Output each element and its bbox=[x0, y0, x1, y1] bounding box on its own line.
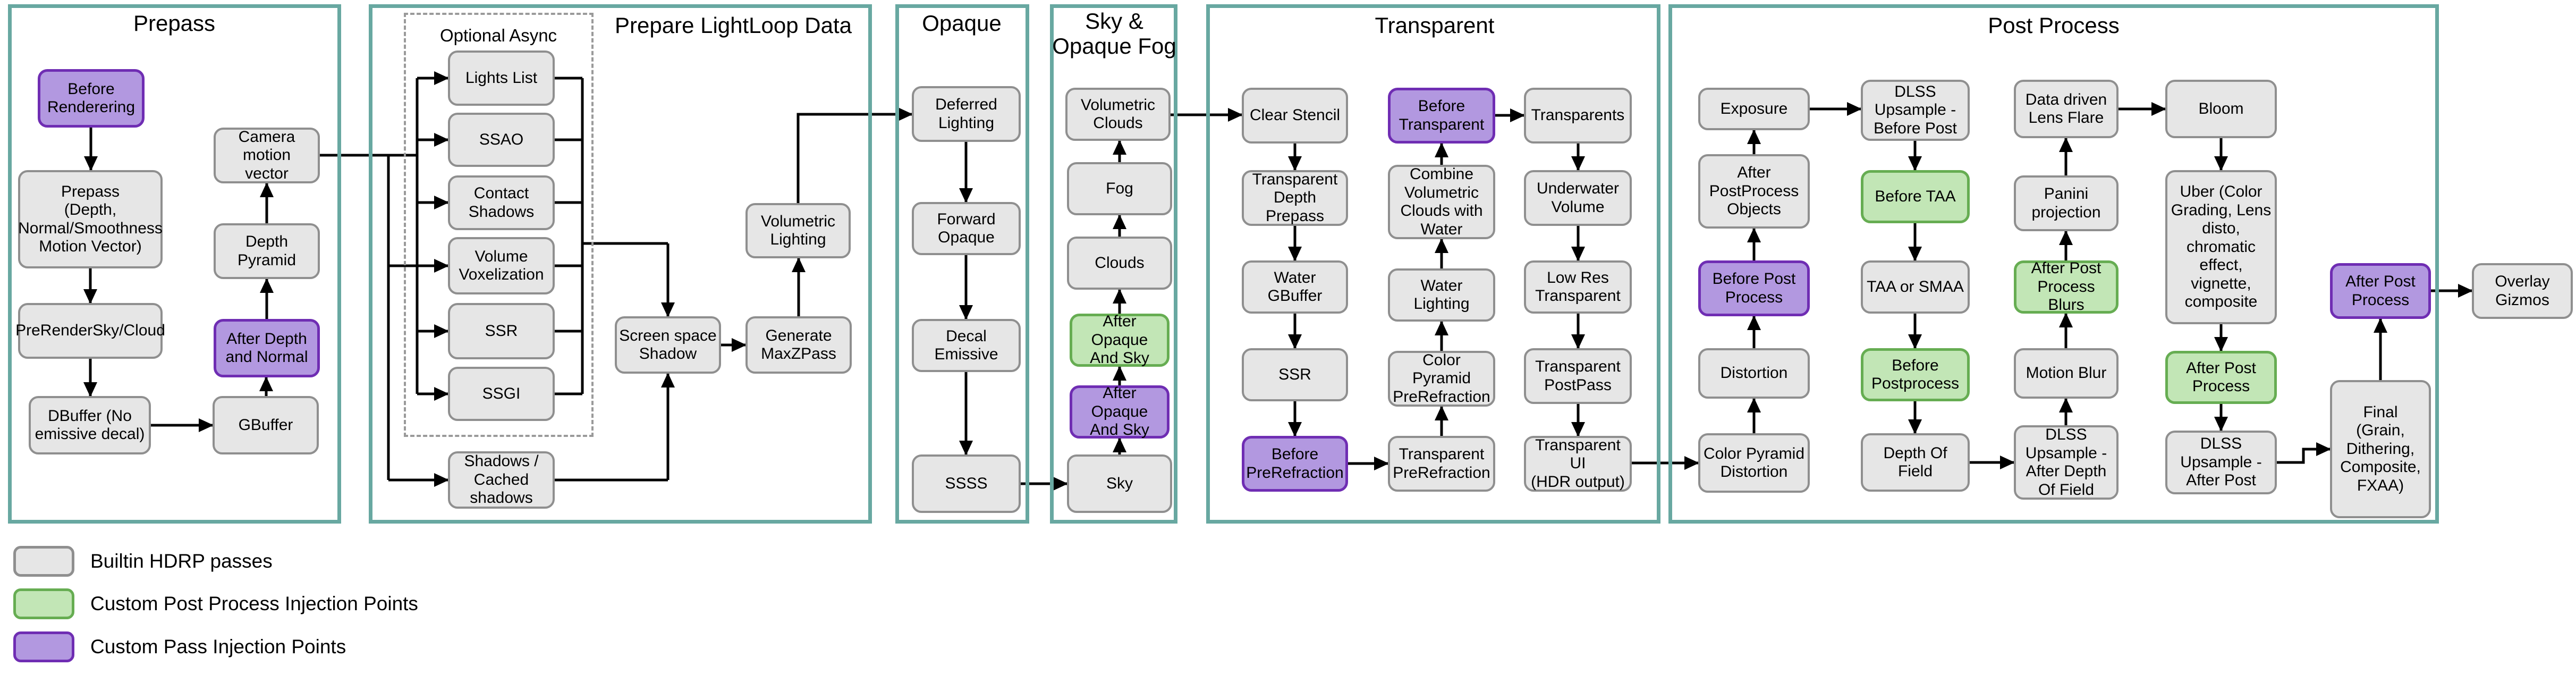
section-transparent bbox=[1206, 4, 1660, 524]
node-before-prerefraction: Before PreRefraction bbox=[1242, 436, 1348, 492]
node-decal-emissive: Decal Emissive bbox=[912, 319, 1021, 372]
section-title-prepass: Prepass bbox=[133, 11, 216, 36]
node-before-taa: Before TAA bbox=[1861, 170, 1970, 223]
node-underwater-volume: Underwater Volume bbox=[1524, 170, 1632, 226]
group-optional-async bbox=[404, 13, 594, 437]
node-transparent-ui: Transparent UI (HDR output) bbox=[1524, 436, 1632, 492]
node-ssr-async: SSR bbox=[448, 303, 555, 359]
node-uber: Uber (Color Grading, Lens disto, chromat… bbox=[2165, 170, 2277, 324]
node-forward-opaque: Forward Opaque bbox=[912, 202, 1021, 255]
node-transparents: Transparents bbox=[1524, 88, 1632, 144]
node-color-pyramid-prerefraction: Color Pyramid PreRefraction bbox=[1388, 351, 1495, 407]
node-after-post-process-purple: After Post Process bbox=[2330, 263, 2431, 319]
node-before-postprocess: Before Postprocess bbox=[1861, 348, 1970, 401]
node-taa-or-smaa: TAA or SMAA bbox=[1861, 260, 1970, 314]
node-combine-volumetric-clouds: Combine Volumetric Clouds with Water bbox=[1388, 165, 1495, 239]
legend-label-custom_pass: Custom Pass Injection Points bbox=[90, 636, 346, 658]
section-title-transparent: Transparent bbox=[1375, 13, 1495, 38]
node-volumetric-clouds: Volumetric Clouds bbox=[1065, 88, 1171, 141]
node-generate-maxzpass: Generate MaxZPass bbox=[745, 316, 852, 374]
node-ssao: SSAO bbox=[448, 113, 555, 167]
node-clouds: Clouds bbox=[1067, 237, 1172, 290]
node-contact-shadows: Contact Shadows bbox=[448, 175, 555, 230]
node-prepass-depth: Prepass (Depth, Normal/Smoothness Motion… bbox=[18, 170, 163, 268]
node-sky: Sky bbox=[1067, 454, 1172, 513]
legend-label-custom_post: Custom Post Process Injection Points bbox=[90, 593, 418, 614]
legend-swatch-custom_post bbox=[13, 588, 74, 619]
node-after-opaque-and-sky-green: After Opaque And Sky bbox=[1070, 313, 1170, 367]
node-after-post-process-blurs: After Post Process Blurs bbox=[2014, 259, 2119, 314]
node-transparent-prerefraction: Transparent PreRefraction bbox=[1388, 436, 1495, 492]
node-shadows-cached-shadows: Shadows / Cached shadows bbox=[448, 451, 555, 509]
flow-arrow bbox=[2277, 442, 2331, 464]
node-lights-list: Lights List bbox=[448, 50, 555, 106]
node-data-driven-lens-flare: Data driven Lens Flare bbox=[2014, 80, 2119, 138]
node-depth-of-field: Depth Of Field bbox=[1861, 433, 1970, 492]
node-after-opaque-and-sky-purple: After Opaque And Sky bbox=[1070, 384, 1170, 439]
section-title-post-process: Post Process bbox=[1988, 13, 2120, 38]
node-dbuffer: DBuffer (No emissive decal) bbox=[29, 396, 151, 454]
node-overlay-gizmos: Overlay Gizmos bbox=[2472, 263, 2573, 319]
node-after-post-process-green: After Post Process bbox=[2165, 351, 2277, 404]
section-title-lightloop: Prepare LightLoop Data bbox=[615, 13, 852, 38]
node-gbuffer: GBuffer bbox=[213, 396, 319, 454]
node-after-postprocess-objects: After PostProcess Objects bbox=[1698, 154, 1810, 229]
node-color-pyramid-distortion: Color Pyramid Distortion bbox=[1698, 433, 1810, 493]
node-depth-pyramid: Depth Pyramid bbox=[214, 223, 320, 279]
legend-label-builtin: Builtin HDRP passes bbox=[90, 550, 273, 572]
node-ssss: SSSS bbox=[912, 454, 1021, 513]
node-before-post-process: Before Post Process bbox=[1698, 260, 1810, 316]
node-before-rendering: Before Renderering bbox=[38, 69, 145, 128]
node-ssgi: SSGI bbox=[448, 367, 555, 421]
node-final: Final (Grain, Dithering, Composite, FXAA… bbox=[2330, 380, 2431, 518]
node-transparent-postpass: Transparent PostPass bbox=[1524, 348, 1632, 404]
node-transparent-depth-prepass: Transparent Depth Prepass bbox=[1242, 170, 1348, 226]
node-volume-voxelization: Volume Voxelization bbox=[448, 237, 555, 294]
section-post-process bbox=[1668, 4, 2439, 524]
node-before-transparent: Before Transparent bbox=[1388, 88, 1495, 144]
node-ssr-transparent: SSR bbox=[1242, 348, 1348, 401]
node-low-res-transparent: Low Res Transparent bbox=[1524, 260, 1632, 314]
node-dlss-upsample-before-post: DLSS Upsample - Before Post bbox=[1861, 80, 1970, 141]
node-dlss-upsample-after-post: DLSS Upsample - After Post bbox=[2165, 431, 2277, 494]
node-distortion: Distortion bbox=[1698, 348, 1810, 399]
legend-swatch-custom_pass bbox=[13, 631, 74, 662]
node-prerender-sky-cloud: PreRenderSky/Cloud bbox=[15, 303, 165, 359]
node-motion-blur: Motion Blur bbox=[2014, 348, 2119, 399]
group-label-optional-async: Optional Async bbox=[439, 26, 557, 45]
section-lightloop bbox=[369, 4, 872, 524]
node-water-lighting: Water Lighting bbox=[1388, 268, 1495, 322]
section-title-sky-fog: Sky & Opaque Fog bbox=[1052, 9, 1176, 59]
section-sky-fog bbox=[1050, 4, 1177, 524]
node-after-depth-and-normal: After Depth and Normal bbox=[214, 319, 320, 377]
node-panini-projection: Panini projection bbox=[2014, 175, 2119, 231]
section-prepass bbox=[8, 4, 341, 524]
flow-arrow bbox=[796, 107, 913, 203]
node-deferred-lighting: Deferred Lighting bbox=[912, 86, 1021, 142]
legend-swatch-builtin bbox=[13, 546, 74, 577]
section-opaque bbox=[895, 4, 1029, 524]
node-camera-motion-vector: Camera motion vector bbox=[214, 128, 320, 183]
section-title-opaque: Opaque bbox=[922, 11, 1002, 36]
node-water-gbuffer: Water GBuffer bbox=[1242, 260, 1348, 314]
node-dlss-upsample-after-dof: DLSS Upsample - After Depth Of Field bbox=[2014, 425, 2119, 500]
node-bloom: Bloom bbox=[2165, 80, 2277, 138]
node-screen-space-shadow: Screen space Shadow bbox=[615, 316, 721, 374]
node-exposure: Exposure bbox=[1698, 88, 1810, 130]
node-fog: Fog bbox=[1067, 162, 1172, 215]
node-clear-stencil: Clear Stencil bbox=[1242, 88, 1348, 144]
node-volumetric-lighting: Volumetric Lighting bbox=[745, 203, 851, 258]
